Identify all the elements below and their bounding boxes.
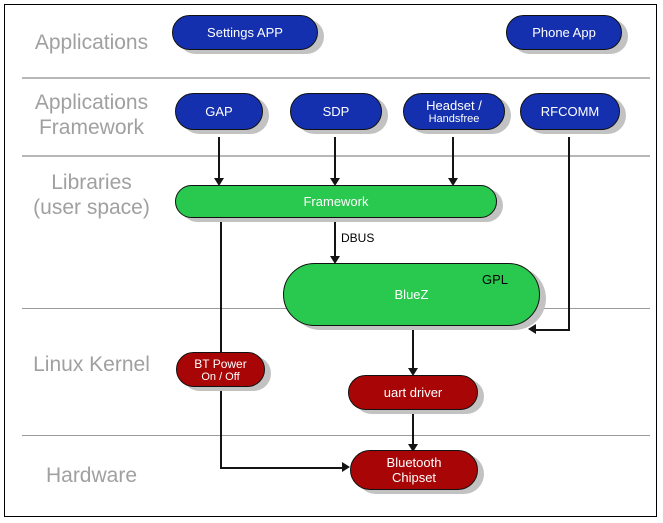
edge-uart-chipset-arrow: [408, 444, 418, 452]
node-bluez-label: BlueZ: [394, 287, 429, 302]
node-uart-driver[interactable]: uart driver: [348, 375, 478, 410]
node-rfcomm[interactable]: RFCOMM: [520, 93, 620, 130]
node-phone-app[interactable]: Phone App: [506, 15, 622, 50]
layer-label-applications: Applications: [34, 31, 149, 54]
node-gap[interactable]: GAP: [175, 93, 263, 130]
edge-headset-framework-line: [452, 137, 454, 182]
node-framework[interactable]: Framework: [175, 185, 497, 218]
edge-framework-chipset-arrow: [342, 462, 350, 472]
divider-applications: [22, 77, 650, 79]
edge-bluez-uart-arrow: [408, 368, 418, 376]
layer-label-hardware: Hardware: [45, 464, 138, 487]
node-bt-power-sublabel: On / Off: [201, 370, 240, 383]
node-headset-handsfree[interactable]: Headset / Handsfree: [403, 93, 505, 130]
node-gap-label: GAP: [205, 104, 233, 119]
node-bluetooth-chipset-label: Bluetooth: [386, 455, 442, 470]
node-bt-power-label: BT Power: [194, 356, 247, 371]
edge-gap-framework-arrow: [214, 178, 224, 186]
node-bluetooth-chipset[interactable]: Bluetooth Chipset: [350, 450, 478, 490]
node-phone-app-label: Phone App: [532, 25, 596, 40]
node-sdp-label: SDP: [322, 104, 350, 119]
divider-linux-kernel: [22, 435, 650, 436]
edge-headset-framework-arrow: [448, 178, 458, 186]
edge-framework-chipset-vline: [220, 218, 222, 468]
edge-rfcomm-bluez-hline: [535, 329, 570, 331]
edge-uart-chipset-line: [412, 408, 414, 448]
node-framework-label: Framework: [303, 194, 369, 209]
node-headset-handsfree-label: Headset /: [426, 98, 482, 113]
edge-label-dbus: DBUS: [341, 231, 375, 245]
edge-bluez-uart-line: [412, 322, 414, 372]
edge-gap-framework-line: [218, 137, 220, 182]
layer-label-linux-kernel: Linux Kernel: [33, 353, 150, 376]
edge-framework-chipset-hline: [220, 467, 344, 469]
edge-framework-bluez-arrow: [330, 256, 340, 264]
edge-sdp-framework-line: [334, 137, 336, 182]
edge-framework-bluez-line: [334, 218, 336, 260]
node-bluetooth-chipset-sublabel: Chipset: [391, 470, 437, 485]
divider-applications-framework: [22, 155, 650, 157]
node-bluez-gpl-badge: GPL: [482, 272, 509, 287]
node-settings-app[interactable]: Settings APP: [172, 15, 318, 50]
node-sdp[interactable]: SDP: [290, 93, 382, 130]
node-settings-app-label: Settings APP: [207, 25, 283, 40]
node-rfcomm-label: RFCOMM: [540, 104, 600, 119]
layer-label-applications-framework: Applications Framework: [34, 91, 149, 139]
edge-rfcomm-bluez-arrow: [528, 324, 536, 334]
node-bluez[interactable]: BlueZ: [283, 263, 540, 326]
node-headset-handsfree-sublabel: Handsfree: [428, 113, 480, 125]
layer-label-libraries: Libraries (user space): [33, 171, 150, 219]
node-uart-driver-label: uart driver: [383, 385, 443, 400]
node-bt-power[interactable]: BT Power On / Off: [176, 352, 265, 387]
edge-sdp-framework-arrow: [330, 178, 340, 186]
edge-rfcomm-bluez-vline: [568, 137, 570, 330]
